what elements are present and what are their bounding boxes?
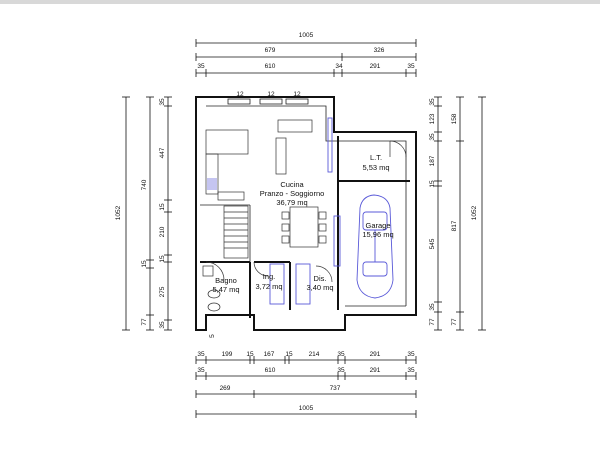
dim-left-210: 210 [159, 226, 166, 237]
walls [195, 96, 417, 331]
dim-right-545: 545 [429, 238, 436, 249]
dim-bot-15a: 15 [246, 351, 254, 358]
dim-left-15x: 15 [141, 260, 148, 268]
room-garage-name: Garage [365, 221, 390, 230]
dim-top-34: 34 [335, 63, 343, 70]
dim-bot2-610: 610 [265, 367, 276, 374]
window-top-edge [0, 0, 600, 4]
bottom-dimension-lines: 35 199 15 167 15 214 35 291 35 35 610 35… [195, 351, 417, 418]
dim-top-total: 1005 [299, 32, 314, 39]
dim-right-35c: 35 [429, 303, 436, 311]
dim-bot2-291: 291 [370, 367, 381, 374]
top-dimension-lines: 1005 679 326 35 610 34 291 35 [195, 32, 417, 77]
room-dis-area: 3,40 mq [306, 283, 333, 292]
room-lt-name: L.T. [370, 153, 382, 162]
dim-bot2-35b: 35 [337, 367, 345, 374]
dim-bot-total: 1005 [299, 405, 314, 412]
dim-left-total: 1052 [115, 205, 122, 220]
blue-partitions [269, 117, 341, 305]
dim-top-35b: 35 [407, 63, 415, 70]
kitchen-counter [205, 129, 249, 201]
staircase [223, 205, 249, 259]
room-lt-area: 5,53 mq [362, 163, 389, 172]
room-dis-name: Dis. [314, 274, 327, 283]
dim-left-15a: 15 [159, 203, 166, 211]
room-bagno-name: Bagno [215, 276, 237, 285]
dim-left-15b: 15 [159, 255, 166, 263]
dim-right-77b: 77 [451, 318, 458, 326]
dim-bot-167: 167 [264, 351, 275, 358]
dim-bot-35b: 35 [337, 351, 345, 358]
bathroom-fixtures [202, 261, 225, 312]
dim-bot-214: 214 [309, 351, 320, 358]
car-icon [356, 194, 394, 299]
dining-table [281, 206, 327, 248]
dim-left-35b: 35 [159, 321, 166, 329]
doors [253, 140, 407, 283]
room-garage-area: 15,96 mq [362, 230, 393, 239]
dim-top-679: 679 [265, 47, 276, 54]
dim-bot-15b: 15 [285, 351, 293, 358]
dim-left-77: 77 [141, 318, 148, 326]
dim-right-35b: 35 [429, 133, 436, 141]
dim-right-817: 817 [451, 220, 458, 231]
sofa [275, 119, 313, 175]
room-cucina-subname: Pranzo - Soggiorno [260, 189, 325, 198]
dim-bot-291a: 291 [370, 351, 381, 358]
window-label-3: 12 [293, 91, 301, 98]
dim-right-15: 15 [429, 180, 436, 188]
dim-left-35a: 35 [159, 98, 166, 106]
dim-right-77a: 77 [429, 318, 436, 326]
window-label-1: 12 [236, 91, 244, 98]
dim-top-610: 610 [265, 63, 276, 70]
dim-right-total: 1052 [471, 205, 478, 220]
dim-top-35a: 35 [197, 63, 205, 70]
window-label-2: 12 [267, 91, 275, 98]
left-dimension-lines: 1052 740 15 77 35 447 15 210 15 275 35 [115, 96, 172, 331]
dim-right-158: 158 [451, 113, 458, 124]
dim-right-123: 123 [429, 113, 436, 124]
dim-bot-199: 199 [222, 351, 233, 358]
right-dimension-lines: 35 123 35 187 15 545 35 77 158 817 77 10… [429, 96, 486, 331]
dim-bot2-35a: 35 [197, 367, 205, 374]
room-ing-area: 3,72 mq [255, 282, 282, 291]
room-cucina-area: 36,79 mq [276, 198, 307, 207]
dim-bot2-35c: 35 [407, 367, 415, 374]
dim-left-740: 740 [141, 179, 148, 190]
room-cucina-name: Cucina [280, 180, 304, 189]
dim-top-326: 326 [374, 47, 385, 54]
bath-window-label: 5 [209, 334, 216, 338]
dim-left-275: 275 [159, 286, 166, 297]
room-labels: Cucina Pranzo - Soggiorno 36,79 mq L.T. … [209, 153, 394, 338]
dim-right-187: 187 [429, 155, 436, 166]
dim-bot-35a: 35 [197, 351, 205, 358]
dim-bot-35c: 35 [407, 351, 415, 358]
room-ing-name: Ing. [263, 272, 276, 281]
dim-left-447: 447 [159, 147, 166, 158]
room-bagno-area: 5,47 mq [212, 285, 239, 294]
dim-bot3-269: 269 [220, 385, 231, 392]
dim-right-35a: 35 [429, 98, 436, 106]
dim-top-291: 291 [370, 63, 381, 70]
windows-top: 12 12 12 [227, 91, 309, 105]
dim-bot3-737: 737 [330, 385, 341, 392]
